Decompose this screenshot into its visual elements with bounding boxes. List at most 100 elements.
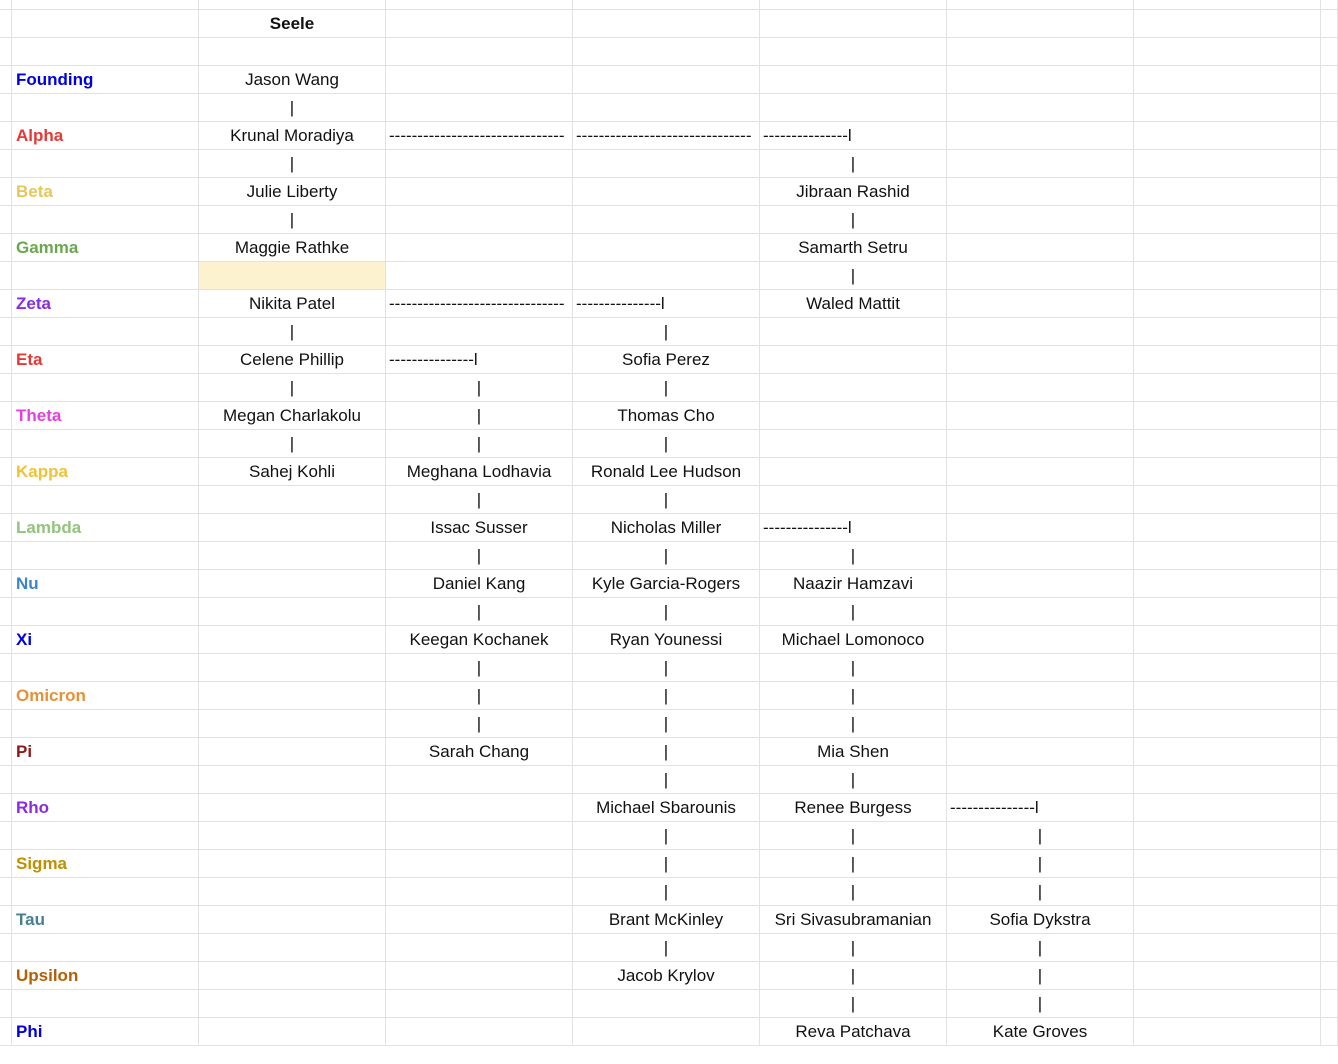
sheet-cell[interactable] bbox=[1134, 122, 1321, 150]
sheet-cell[interactable] bbox=[947, 374, 1134, 402]
sheet-cell[interactable]: Waled Mattit bbox=[760, 290, 947, 318]
row-label[interactable] bbox=[12, 150, 199, 178]
sheet-cell[interactable]: | bbox=[199, 318, 386, 346]
sheet-cell[interactable]: Sofia Perez bbox=[573, 346, 760, 374]
sheet-cell[interactable] bbox=[760, 458, 947, 486]
row-label[interactable] bbox=[12, 430, 199, 458]
sheet-cell[interactable] bbox=[199, 794, 386, 822]
sheet-cell[interactable] bbox=[386, 906, 573, 934]
sheet-cell[interactable] bbox=[1134, 94, 1321, 122]
sheet-cell[interactable]: | bbox=[573, 486, 760, 514]
row-label[interactable] bbox=[12, 10, 199, 38]
sheet-cell[interactable]: Meghana Lodhavia bbox=[386, 458, 573, 486]
row-label[interactable]: Upsilon bbox=[12, 962, 199, 990]
sheet-cell[interactable]: | bbox=[947, 822, 1134, 850]
sheet-cell[interactable]: ---------------l bbox=[760, 514, 947, 542]
sheet-cell[interactable]: Ronald Lee Hudson bbox=[573, 458, 760, 486]
sheet-cell[interactable]: Krunal Moradiya bbox=[199, 122, 386, 150]
sheet-cell[interactable]: | bbox=[199, 430, 386, 458]
sheet-cell[interactable] bbox=[199, 766, 386, 794]
selected-cell[interactable] bbox=[199, 262, 386, 290]
sheet-cell[interactable]: | bbox=[947, 934, 1134, 962]
sheet-cell[interactable] bbox=[199, 514, 386, 542]
sheet-cell[interactable]: | bbox=[760, 654, 947, 682]
sheet-cell[interactable] bbox=[947, 206, 1134, 234]
sheet-cell[interactable] bbox=[386, 150, 573, 178]
sheet-cell[interactable] bbox=[386, 66, 573, 94]
row-label[interactable]: Alpha bbox=[12, 122, 199, 150]
sheet-cell[interactable]: ---------------l bbox=[760, 122, 947, 150]
sheet-cell[interactable] bbox=[947, 38, 1134, 66]
sheet-cell[interactable] bbox=[386, 262, 573, 290]
sheet-cell[interactable] bbox=[386, 990, 573, 1018]
sheet-cell[interactable] bbox=[947, 430, 1134, 458]
sheet-cell[interactable] bbox=[1134, 374, 1321, 402]
sheet-cell[interactable] bbox=[1134, 570, 1321, 598]
row-label[interactable]: Nu bbox=[12, 570, 199, 598]
sheet-cell[interactable]: Brant McKinley bbox=[573, 906, 760, 934]
sheet-cell[interactable] bbox=[1134, 710, 1321, 738]
sheet-cell[interactable] bbox=[1134, 458, 1321, 486]
sheet-cell[interactable]: Nikita Patel bbox=[199, 290, 386, 318]
sheet-cell[interactable] bbox=[1134, 206, 1321, 234]
sheet-cell[interactable] bbox=[573, 990, 760, 1018]
sheet-cell[interactable] bbox=[573, 150, 760, 178]
row-label[interactable] bbox=[12, 878, 199, 906]
row-label[interactable]: Tau bbox=[12, 906, 199, 934]
sheet-cell[interactable] bbox=[1134, 962, 1321, 990]
sheet-cell[interactable] bbox=[1134, 934, 1321, 962]
sheet-cell[interactable]: | bbox=[947, 962, 1134, 990]
row-label[interactable]: Beta bbox=[12, 178, 199, 206]
sheet-cell[interactable] bbox=[1134, 262, 1321, 290]
sheet-cell[interactable] bbox=[573, 38, 760, 66]
sheet-cell[interactable] bbox=[947, 514, 1134, 542]
row-label[interactable] bbox=[12, 318, 199, 346]
sheet-cell[interactable] bbox=[1134, 10, 1321, 38]
sheet-cell[interactable] bbox=[1134, 290, 1321, 318]
sheet-cell[interactable]: Samarth Setru bbox=[760, 234, 947, 262]
sheet-cell[interactable] bbox=[199, 682, 386, 710]
sheet-cell[interactable]: Michael Sbarounis bbox=[573, 794, 760, 822]
sheet-cell[interactable] bbox=[947, 570, 1134, 598]
sheet-cell[interactable] bbox=[1134, 542, 1321, 570]
row-label[interactable] bbox=[12, 934, 199, 962]
sheet-cell[interactable] bbox=[1134, 906, 1321, 934]
sheet-cell[interactable]: Kate Groves bbox=[947, 1018, 1134, 1046]
sheet-cell[interactable]: | bbox=[573, 318, 760, 346]
sheet-cell[interactable] bbox=[760, 374, 947, 402]
sheet-cell[interactable]: | bbox=[760, 850, 947, 878]
sheet-cell[interactable] bbox=[573, 66, 760, 94]
sheet-cell[interactable]: | bbox=[199, 206, 386, 234]
sheet-cell[interactable] bbox=[947, 402, 1134, 430]
sheet-cell[interactable] bbox=[199, 570, 386, 598]
sheet-cell[interactable] bbox=[386, 206, 573, 234]
sheet-cell[interactable]: Thomas Cho bbox=[573, 402, 760, 430]
sheet-cell[interactable] bbox=[199, 850, 386, 878]
sheet-cell[interactable] bbox=[199, 598, 386, 626]
row-label[interactable] bbox=[12, 38, 199, 66]
row-label[interactable] bbox=[12, 374, 199, 402]
sheet-cell[interactable]: Seele bbox=[199, 10, 386, 38]
sheet-cell[interactable]: Kyle Garcia-Rogers bbox=[573, 570, 760, 598]
sheet-cell[interactable] bbox=[199, 738, 386, 766]
sheet-cell[interactable] bbox=[947, 738, 1134, 766]
sheet-cell[interactable]: | bbox=[573, 682, 760, 710]
row-label[interactable]: Zeta bbox=[12, 290, 199, 318]
sheet-cell[interactable]: Mia Shen bbox=[760, 738, 947, 766]
sheet-cell[interactable] bbox=[947, 682, 1134, 710]
sheet-cell[interactable]: | bbox=[760, 766, 947, 794]
sheet-cell[interactable]: | bbox=[573, 766, 760, 794]
sheet-cell[interactable]: Sarah Chang bbox=[386, 738, 573, 766]
sheet-cell[interactable] bbox=[199, 486, 386, 514]
sheet-cell[interactable] bbox=[386, 1018, 573, 1046]
sheet-cell[interactable]: | bbox=[947, 850, 1134, 878]
sheet-cell[interactable] bbox=[1134, 990, 1321, 1018]
sheet-cell[interactable]: Keegan Kochanek bbox=[386, 626, 573, 654]
sheet-cell[interactable] bbox=[573, 262, 760, 290]
sheet-cell[interactable] bbox=[199, 962, 386, 990]
sheet-cell[interactable] bbox=[1134, 346, 1321, 374]
sheet-cell[interactable]: | bbox=[573, 934, 760, 962]
sheet-cell[interactable]: | bbox=[386, 598, 573, 626]
sheet-cell[interactable]: | bbox=[573, 850, 760, 878]
sheet-cell[interactable]: | bbox=[760, 262, 947, 290]
